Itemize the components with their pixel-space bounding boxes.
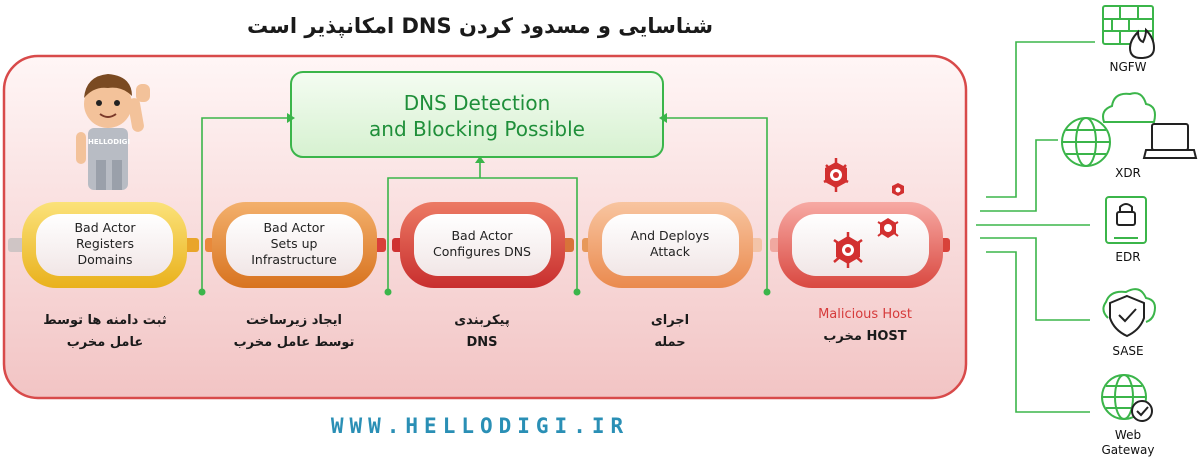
virus-icons xyxy=(823,158,904,268)
stage-3-line2: Configures DNS xyxy=(433,244,531,259)
stage-4-line2: Attack xyxy=(650,244,690,259)
firewall-icon xyxy=(1102,5,1156,60)
stage-2-fa-line2: توسط عامل مخرب xyxy=(233,335,355,350)
connector-lines xyxy=(201,117,768,292)
stage-2-line3: Infrastructure xyxy=(251,252,337,267)
malicious-host-label: Malicious Host xyxy=(818,307,912,322)
mascot-shirt-label: HELLODIGI xyxy=(88,138,131,146)
sase-label: SASE xyxy=(1112,344,1144,358)
right-connectors xyxy=(976,41,1095,413)
website-url[interactable]: WWW.HELLODIGI.IR xyxy=(330,414,630,438)
right-connector-ngfw xyxy=(986,41,1095,198)
virus-icon xyxy=(833,232,863,268)
stage-2-label: Bad Actor Sets up Infrastructure xyxy=(229,220,359,268)
globe-check-icon xyxy=(1101,374,1153,422)
stage-3-line1: Bad Actor xyxy=(451,228,513,243)
web-gateway-line2: Gateway xyxy=(1101,443,1155,457)
right-connector-web xyxy=(986,251,1090,413)
page-title: شناسایی و مسدود کردن DNS امکانپذیر است xyxy=(246,14,714,38)
stage-4-fa-line1: اجرای xyxy=(650,313,690,328)
stage-4-label: And Deploys Attack xyxy=(600,228,740,260)
connector-stage5 xyxy=(667,117,768,292)
mascot-character xyxy=(76,74,150,190)
stage-1-line3: Domains xyxy=(77,252,133,267)
stage-3-fa-line2: DNS xyxy=(466,335,498,350)
stage-3-fa-line1: پیکربندی xyxy=(454,313,510,328)
web-gateway-label: Web Gateway xyxy=(1088,428,1168,458)
stage-1-fa-line1: ثبت دامنه ها توسط xyxy=(43,313,167,328)
dns-detection-line2: and Blocking Possible xyxy=(369,117,585,141)
shield-cloud-icon xyxy=(1102,288,1156,338)
stage-5-fa: Malicious Host HOST مخرب xyxy=(780,304,950,348)
stage-4-line1: And Deploys xyxy=(630,228,710,243)
edr-label: EDR xyxy=(1115,250,1141,264)
dns-detection-label: DNS Detection and Blocking Possible xyxy=(292,90,662,142)
virus-icon xyxy=(823,158,849,192)
malicious-host-fa: HOST مخرب xyxy=(823,329,907,344)
stage-3-label: Bad Actor Configures DNS xyxy=(412,228,552,260)
connector-markers xyxy=(198,113,771,296)
right-connector-xdr xyxy=(980,139,1058,212)
globe-cloud-laptop-icon xyxy=(1061,92,1198,167)
stage-1-fa: ثبت دامنه ها توسط عامل مخرب xyxy=(25,310,185,354)
virus-icon xyxy=(877,218,899,238)
xdr-label: XDR xyxy=(1115,166,1141,180)
stage-2-fa: ایجاد زیرساخت توسط عامل مخرب xyxy=(214,310,374,354)
web-gateway-line1: Web xyxy=(1114,428,1142,442)
virus-icon xyxy=(892,183,904,196)
dns-detection-line1: DNS Detection xyxy=(403,91,551,115)
dns-detection-box xyxy=(290,71,664,158)
stage-2-line2: Sets up xyxy=(270,236,318,251)
chain-links xyxy=(22,202,943,288)
stage-1-line1: Bad Actor xyxy=(74,220,136,235)
stage-2-fa-line1: ایجاد زیرساخت xyxy=(245,313,343,328)
stage-4-fa-line2: حمله xyxy=(654,335,686,350)
stage-4-fa: اجرای حمله xyxy=(590,310,750,354)
stage-3-fa: پیکربندی DNS xyxy=(402,310,562,354)
stage-1-label: Bad Actor Registers Domains xyxy=(40,220,170,268)
stage-1-line2: Registers xyxy=(76,236,134,251)
stage-2-line1: Bad Actor xyxy=(263,220,325,235)
connector-stage2 xyxy=(201,117,287,292)
ngfw-label: NGFW xyxy=(1109,60,1147,74)
lock-tablet-icon xyxy=(1105,196,1147,244)
stage-1-fa-line2: عامل مخرب xyxy=(66,335,144,350)
connector-stage34 xyxy=(387,177,578,292)
right-connector-sase xyxy=(980,237,1090,321)
